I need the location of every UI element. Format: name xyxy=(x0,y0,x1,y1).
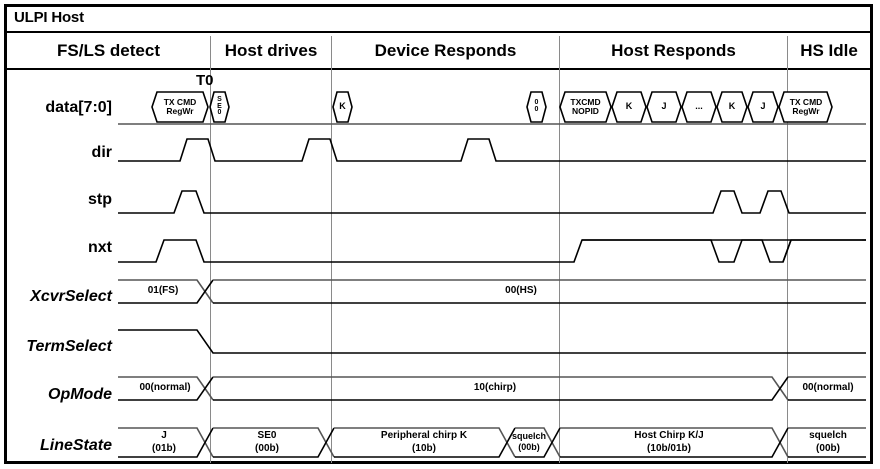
packet-char-1: 0 xyxy=(534,99,539,107)
data-packet-label-j-1: J xyxy=(661,101,667,111)
state-line-1: squelch xyxy=(511,431,546,441)
signal-label-termselect: TermSelect xyxy=(26,338,112,355)
packet-char-3: 0 xyxy=(217,109,222,117)
state-line-2: (01b) xyxy=(152,442,176,454)
phase-header-host-drives: Host drives xyxy=(211,36,331,66)
packet-line-2: NOPID xyxy=(572,106,599,116)
opmode-value-2: 00(normal) xyxy=(802,382,854,393)
signal-label-linestate: LineState xyxy=(39,437,112,454)
data-packet-label-txcmd-nopid: TXCMD NOPID xyxy=(563,93,608,121)
packet-line-1: TX CMD xyxy=(789,97,823,108)
phase-header-host-responds: Host Responds xyxy=(560,36,787,66)
state-line-1: squelch xyxy=(809,430,847,441)
state-line-2: (00b) xyxy=(255,442,279,454)
data-packet-label-txcmd-regwr-2: TX CMD RegWr xyxy=(782,93,830,121)
opmode-value-0: 00(normal) xyxy=(139,382,191,393)
state-line-2: (10b) xyxy=(412,442,436,454)
state-line-2: (00b) xyxy=(518,442,540,453)
signal-label-nxt: nxt xyxy=(88,239,112,256)
state-line-2: (10b/01b) xyxy=(647,442,691,454)
marker-t0: T0 xyxy=(196,72,214,89)
phase-label: Host Responds xyxy=(611,41,736,60)
signal-label-stp: stp xyxy=(88,191,112,208)
data-packet-label-txcmd-regwr-1: TX CMD RegWr xyxy=(155,93,205,121)
linestate-value-0: J (01b) xyxy=(128,430,200,455)
signal-label-xcvrselect: XcvrSelect xyxy=(30,288,112,305)
phase-divider-1 xyxy=(210,36,211,463)
packet-line-1: TXCMD xyxy=(570,97,601,108)
state-line-1: Peripheral chirp K xyxy=(380,430,468,441)
packet-line-2: RegWr xyxy=(166,106,194,116)
xcvrselect-value-1: 00(HS) xyxy=(505,285,537,296)
data-packet-label-se0: S E 0 xyxy=(212,93,227,121)
state-line-1: Host Chirp K/J xyxy=(634,430,704,441)
state-line-2: (00b) xyxy=(816,442,840,454)
phase-header-device-responds: Device Responds xyxy=(332,36,559,66)
phase-label: Device Responds xyxy=(374,41,517,60)
signal-label-opmode: OpMode xyxy=(48,386,112,403)
diagram-frame xyxy=(4,4,873,464)
linestate-value-1: SE0 (00b) xyxy=(222,430,312,455)
signal-label-dir: dir xyxy=(91,144,112,161)
data-packet-label-ellipsis: ... xyxy=(695,101,703,111)
linestate-value-3: squelch (00b) xyxy=(502,431,556,454)
packet-char-2: E xyxy=(217,102,222,110)
data-packet-label-zero-zero: 0 0 xyxy=(529,95,544,119)
linestate-value-2: Peripheral chirp K (10b) xyxy=(340,430,508,455)
phase-divider-3 xyxy=(559,36,560,463)
window-title: ULPI Host xyxy=(14,9,84,26)
phase-divider-2 xyxy=(331,36,332,463)
packet-char-2: 0 xyxy=(534,106,539,113)
phase-label: Host drives xyxy=(224,41,318,60)
state-line-1: SE0 xyxy=(257,430,277,441)
opmode-value-1: 10(chirp) xyxy=(473,382,517,393)
data-packet-label-k-1: K xyxy=(339,101,346,111)
xcvrselect-value-0: 01(FS) xyxy=(147,285,179,296)
data-packet-label-j-2: J xyxy=(760,101,766,111)
phase-label: HS Idle xyxy=(800,41,858,60)
packet-line-1: TX CMD xyxy=(163,97,197,108)
phase-header-rule xyxy=(7,68,870,70)
phase-header-hs-idle: HS Idle xyxy=(788,36,870,66)
state-line-1: J xyxy=(161,430,167,441)
packet-line-2: RegWr xyxy=(792,106,820,116)
linestate-value-5: squelch (00b) xyxy=(792,430,864,455)
linestate-value-4: Host Chirp K/J (10b/01b) xyxy=(585,430,753,455)
data-packet-label-k-2: K xyxy=(625,101,633,111)
title-bar xyxy=(7,7,870,33)
phase-label: FS/LS detect xyxy=(57,41,160,60)
packet-char-1: S xyxy=(217,96,222,104)
phase-header-fs-ls-detect: FS/LS detect xyxy=(7,36,210,66)
signal-label-data: data[7:0] xyxy=(45,99,112,116)
data-packet-label-k-3: K xyxy=(728,101,736,111)
